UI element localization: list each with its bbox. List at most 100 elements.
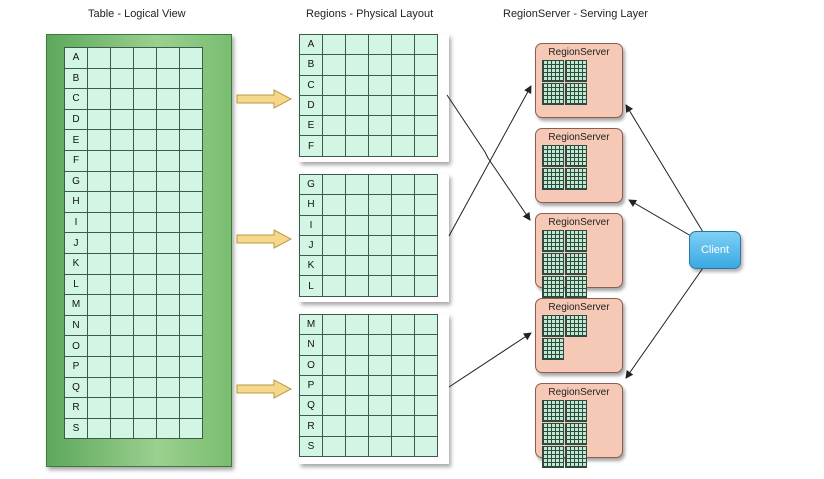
grid-row: B: [299, 54, 438, 76]
grid-cell: [179, 211, 203, 234]
grid-cell: [322, 74, 346, 96]
region-tile: [542, 253, 564, 275]
grid-cell: [345, 74, 369, 96]
grid-cell: [414, 173, 438, 196]
region-tile: [542, 423, 564, 445]
grid-cell: [414, 435, 438, 458]
region-tile: [565, 83, 587, 105]
grid-cell: [391, 374, 415, 397]
grid-cell: [156, 252, 180, 275]
grid-cell: [345, 33, 369, 56]
grid-cell: [368, 214, 392, 236]
serving-layer-title: RegionServer - Serving Layer: [503, 8, 648, 20]
region-tile: [542, 60, 564, 82]
grid-row: E: [64, 129, 203, 151]
grid-cell: [179, 397, 203, 419]
client-to-server5-line: [625, 267, 704, 379]
grid-cell: [87, 252, 111, 275]
grid-cell: [345, 313, 369, 336]
grid-cell: [414, 234, 438, 257]
grid-cell: [179, 294, 203, 316]
row-key-cell: Q: [299, 395, 323, 417]
grid-cell: [391, 115, 415, 137]
grid-cell: [156, 376, 180, 399]
grid-cell: [322, 395, 346, 417]
grid-cell: [179, 191, 203, 213]
grid-row: G: [64, 170, 203, 193]
grid-row: Q: [64, 376, 203, 399]
region-tile: [542, 83, 564, 105]
grid-row: J: [64, 232, 203, 254]
grid-cell: [391, 415, 415, 437]
grid-row: F: [299, 135, 438, 157]
grid-row: M: [299, 313, 438, 336]
row-key-cell: H: [299, 194, 323, 216]
grid-cell: [345, 194, 369, 216]
grid-cell: [133, 67, 157, 90]
row-key-cell: N: [64, 314, 88, 337]
grid-cell: [322, 275, 346, 297]
grid-cell: [87, 314, 111, 337]
grid-cell: [322, 94, 346, 117]
region-tile: [542, 145, 564, 167]
grid-cell: [368, 135, 392, 157]
row-key-cell: J: [64, 232, 88, 254]
grid-cell: [368, 313, 392, 336]
grid-cell: [110, 417, 134, 440]
grid-cell: [345, 54, 369, 76]
grid-cell: [179, 232, 203, 254]
grid-cell: [322, 313, 346, 336]
grid-cell: [110, 376, 134, 399]
grid-cell: [345, 115, 369, 137]
grid-row: M: [64, 294, 203, 316]
region-server-3: RegionServer: [535, 213, 623, 298]
grid-cell: [322, 135, 346, 157]
region-server-4: RegionServer: [535, 298, 623, 373]
grid-row: D: [64, 108, 203, 131]
grid-cell: [391, 74, 415, 96]
row-key-cell: L: [299, 275, 323, 297]
row-key-cell: E: [299, 115, 323, 137]
grid-cell: [179, 129, 203, 151]
region-tile: [565, 276, 587, 298]
grid-cell: [179, 108, 203, 131]
grid-row: B: [64, 67, 203, 90]
region-tile: [542, 446, 564, 468]
grid-row: R: [299, 415, 438, 437]
grid-cell: [110, 273, 134, 296]
grid-cell: [391, 354, 415, 376]
grid-cell: [345, 415, 369, 437]
grid-row: C: [299, 74, 438, 96]
grid-cell: [87, 335, 111, 357]
grid-cell: [368, 395, 392, 417]
grid-cell: [87, 88, 111, 110]
region2-to-server1-line: [448, 85, 532, 237]
row-key-cell: G: [64, 170, 88, 193]
grid-cell: [133, 252, 157, 275]
region-server-1: RegionServer: [535, 43, 623, 118]
region-tile: [542, 315, 564, 337]
grid-cell: [345, 395, 369, 417]
block-arrow-2: [236, 229, 292, 249]
block-arrow-1: [236, 89, 292, 109]
grid-row: F: [64, 149, 203, 172]
grid-row: L: [64, 273, 203, 296]
grid-cell: [179, 273, 203, 296]
region-tile: [565, 60, 587, 82]
region-server-tiles: [542, 230, 608, 299]
grid-cell: [156, 211, 180, 234]
grid-cell: [368, 415, 392, 437]
grid-cell: [414, 115, 438, 137]
grid-cell: [368, 234, 392, 257]
grid-cell: [322, 374, 346, 397]
grid-cell: [322, 194, 346, 216]
grid-cell: [110, 191, 134, 213]
region3-to-server4-line: [448, 332, 532, 388]
grid-cell: [345, 354, 369, 376]
region-server-tiles: [542, 145, 608, 191]
grid-cell: [368, 115, 392, 137]
client-to-server3-line: [628, 199, 692, 237]
